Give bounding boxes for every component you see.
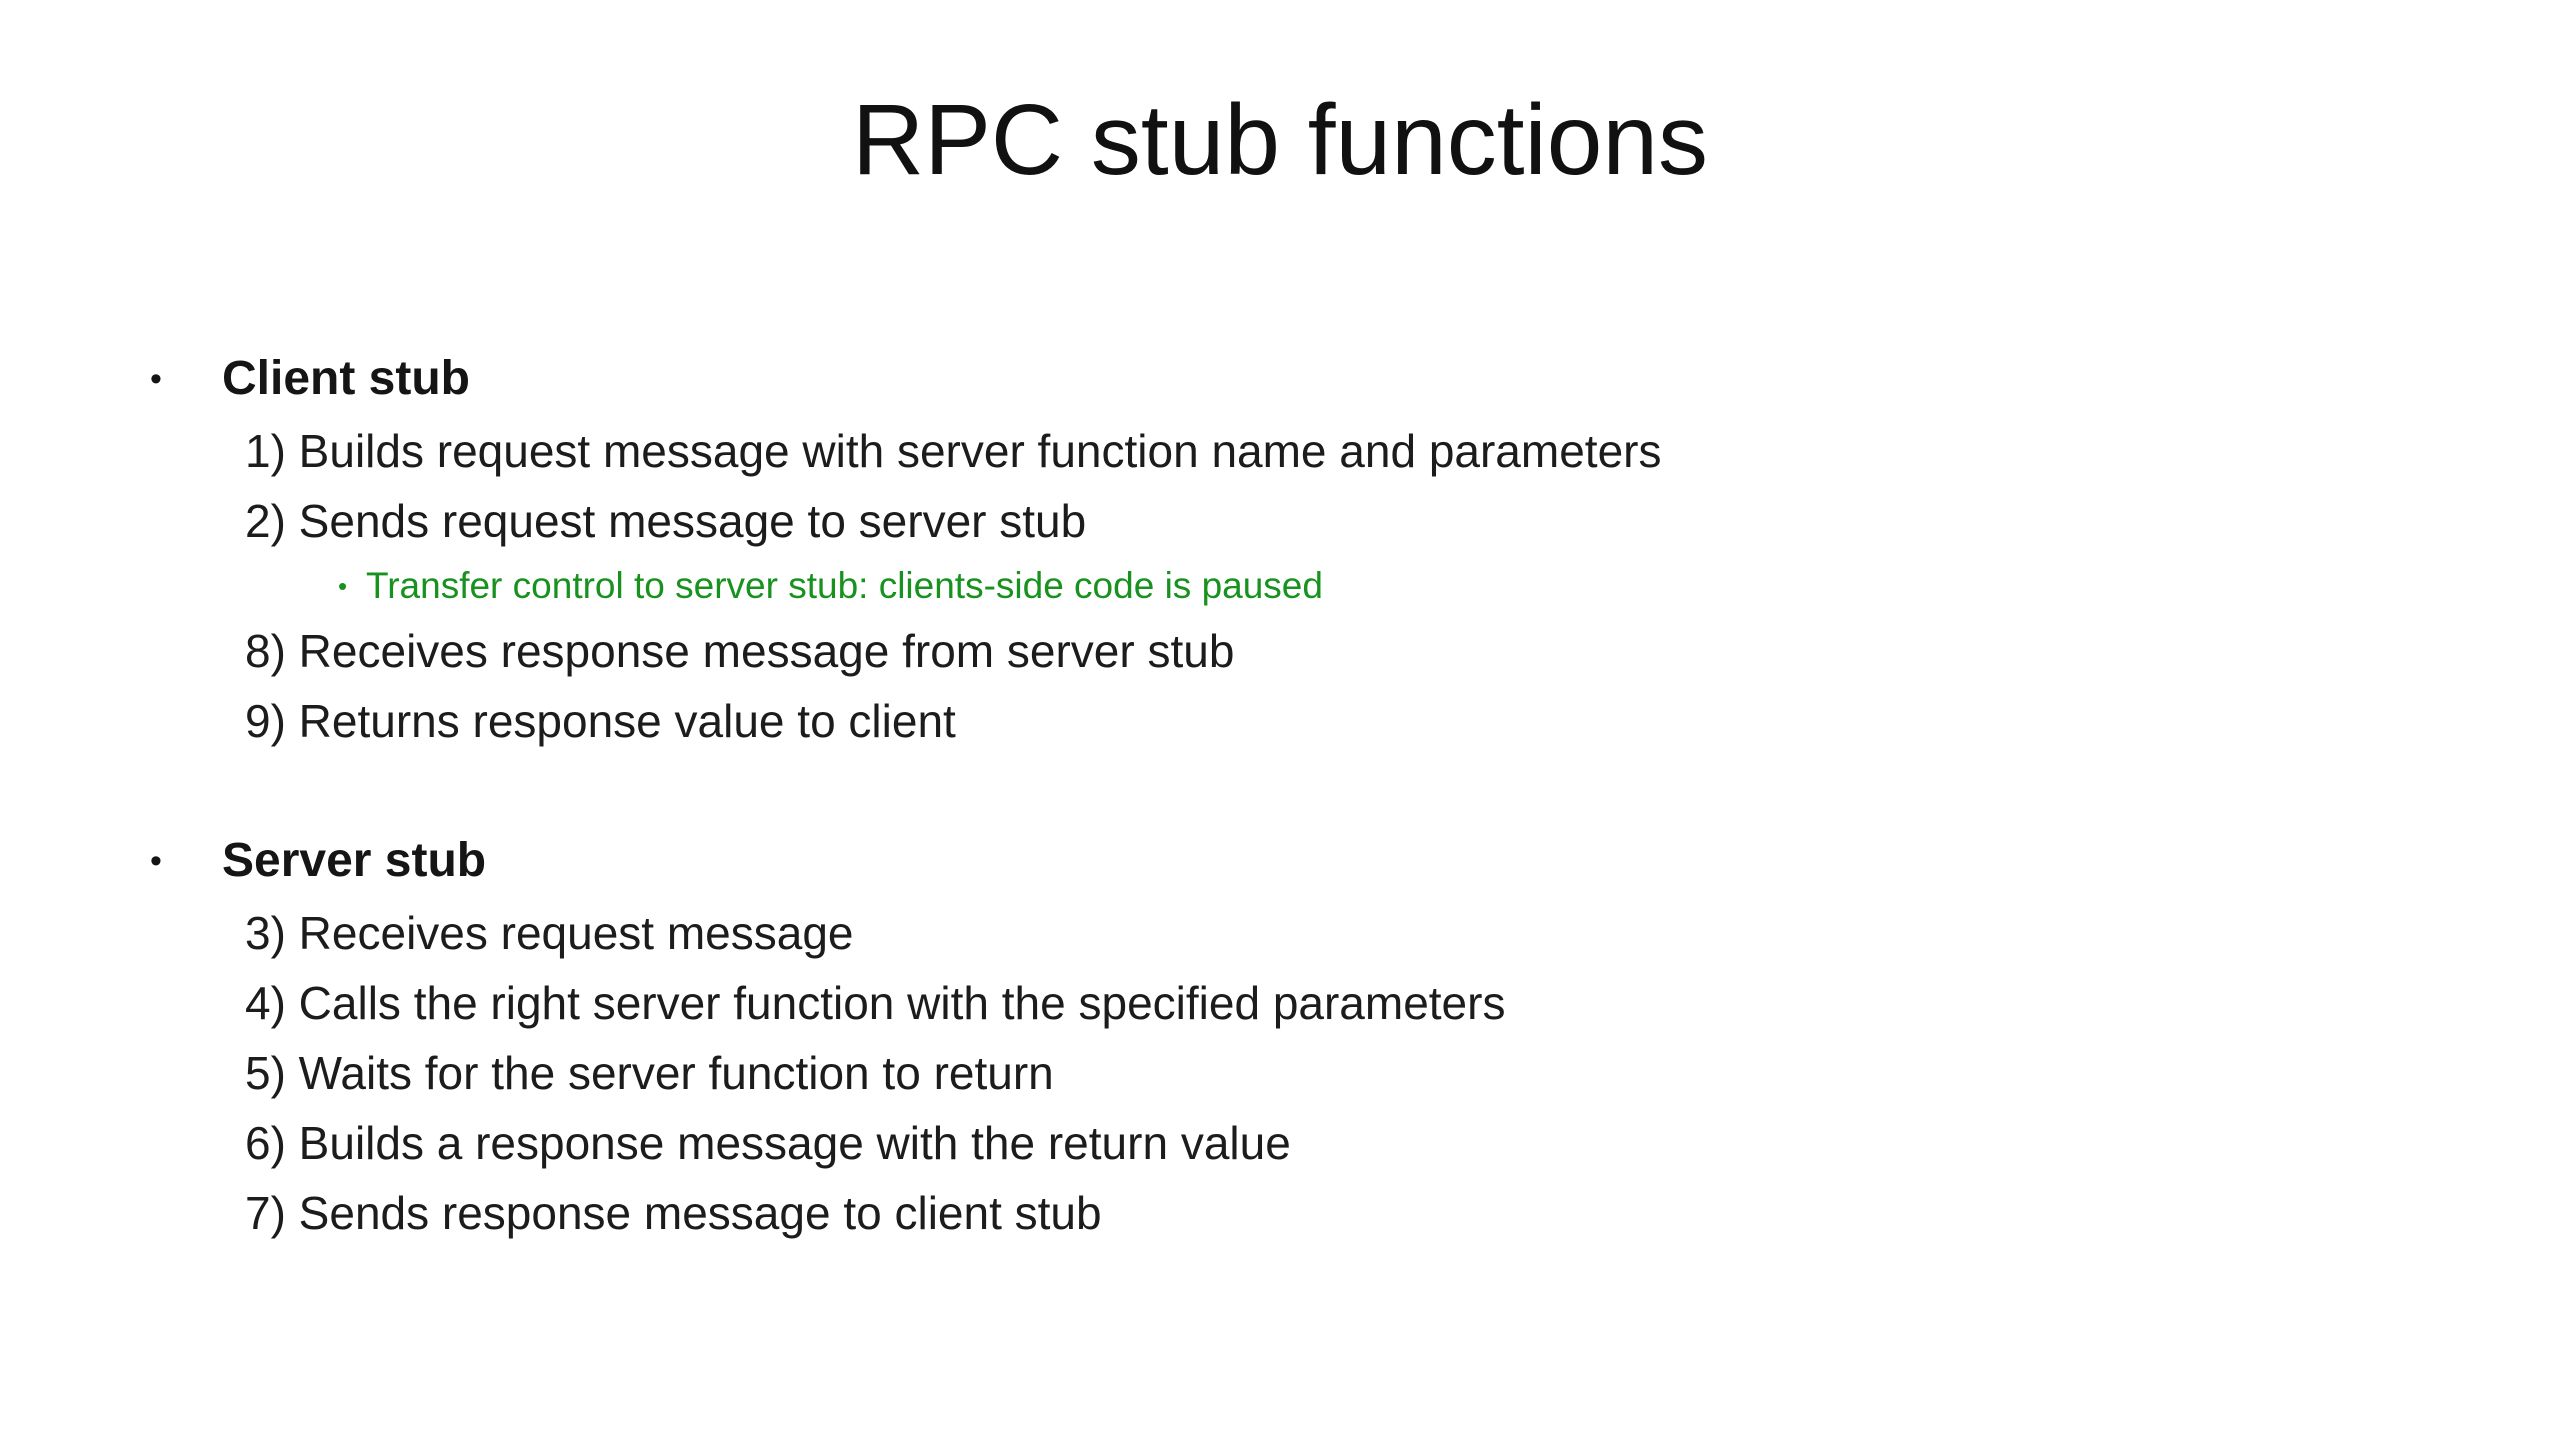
client-stub-items: 1) Builds request message with server fu… xyxy=(0,416,2560,756)
list-item: 9) Returns response value to client xyxy=(245,695,956,747)
list-item: 5) Waits for the server function to retu… xyxy=(245,1047,1054,1099)
list-item: 4) Calls the right server function with … xyxy=(245,977,1506,1029)
list-item: 1) Builds request message with server fu… xyxy=(245,425,1662,477)
server-stub-items: 3) Receives request message 4) Calls the… xyxy=(0,898,2560,1248)
section-heading: Client stub xyxy=(222,352,470,405)
section-server-stub: • Server stub 3) Receives request messag… xyxy=(0,832,2560,1248)
list-item: 6) Builds a response message with the re… xyxy=(245,1117,1291,1169)
bullet-icon: • xyxy=(150,360,162,398)
client-stub-heading-row: • Client stub xyxy=(0,350,2560,408)
list-item-highlight: • Transfer control to server stub: clien… xyxy=(0,556,2560,616)
section-client-stub: • Client stub 1) Builds request message … xyxy=(0,350,2560,756)
section-heading: Server stub xyxy=(222,834,487,887)
bullet-icon: • xyxy=(338,571,348,601)
page-title: RPC stub functions xyxy=(852,84,1708,196)
highlight-note: Transfer control to server stub: clients… xyxy=(366,565,1323,606)
list-item: 7) Sends response message to client stub xyxy=(245,1187,1102,1239)
list-item: 8) Receives response message from server… xyxy=(245,625,1235,677)
server-stub-heading-row: • Server stub xyxy=(0,832,2560,890)
bullet-icon: • xyxy=(150,842,162,880)
list-item: 3) Receives request message xyxy=(245,907,854,959)
list-item: 2) Sends request message to server stub xyxy=(245,495,1087,547)
